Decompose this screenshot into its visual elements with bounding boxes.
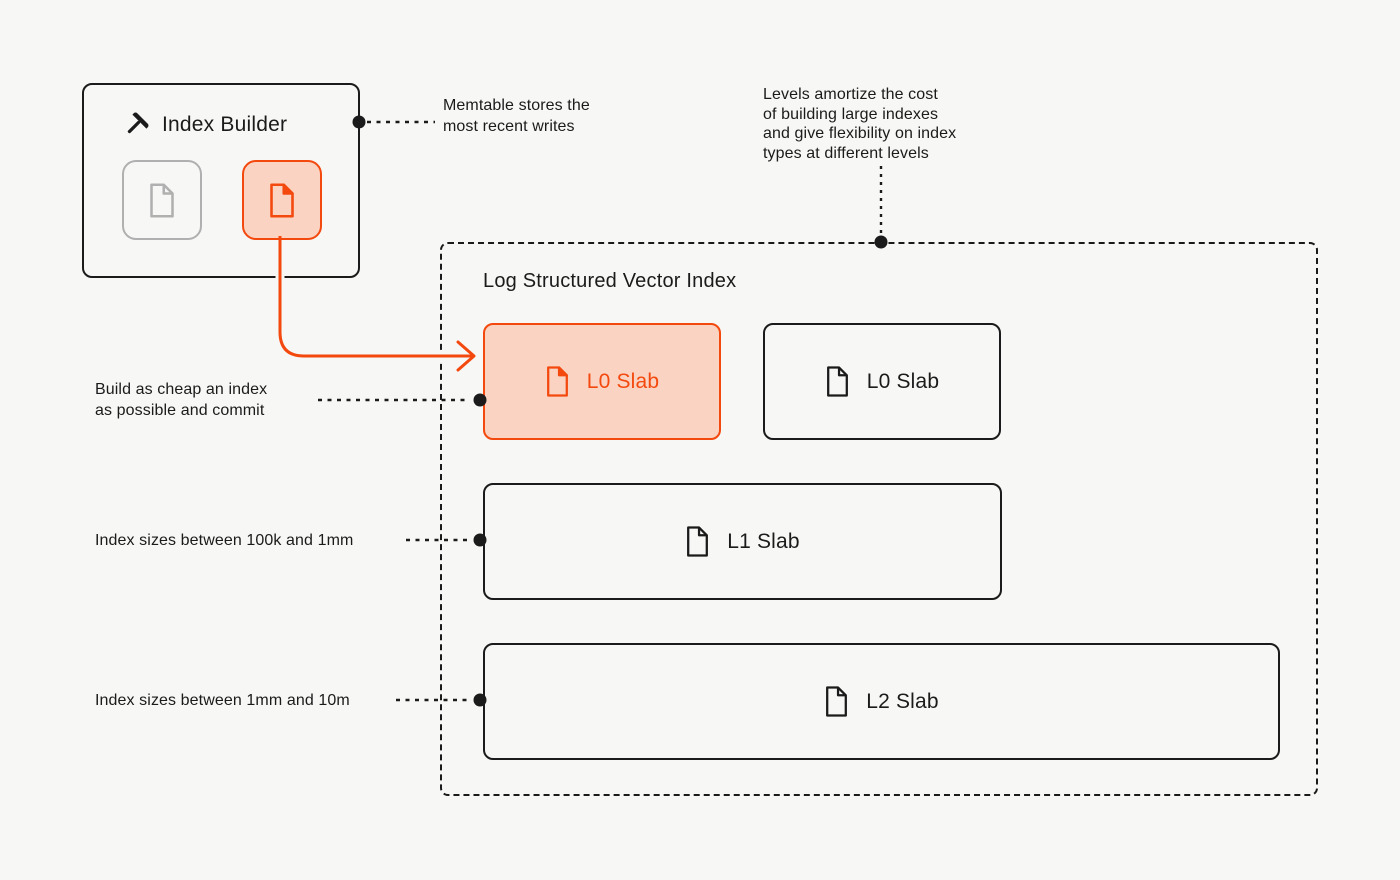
document-icon <box>268 182 296 218</box>
annotation-levels: Levels amortize the cost of building lar… <box>763 86 957 162</box>
memtable-slot-active <box>242 160 322 240</box>
annotation-l1-sizes: Index sizes between 100k and 1mm <box>95 532 354 549</box>
annotation-memtable: Memtable stores the most recent writes <box>443 97 590 135</box>
memtable-slot-empty <box>122 160 202 240</box>
annotation-l2-sizes: Index sizes between 1mm and 10m <box>95 692 350 709</box>
slab-l0: L0 Slab <box>763 323 1001 440</box>
annotation-build-cheap: Build as cheap an index as possible and … <box>95 381 268 419</box>
document-icon <box>545 366 570 397</box>
hammer-icon <box>122 112 149 139</box>
index-builder-header: Index Builder <box>122 107 287 143</box>
slab-label: L0 Slab <box>586 369 660 393</box>
slab-label: L0 Slab <box>866 369 940 393</box>
slab-l2: L2 Slab <box>483 643 1280 760</box>
document-icon <box>148 182 176 218</box>
index-builder-title: Index Builder <box>162 113 288 136</box>
lsvi-container: Log Structured Vector Index L0 Slab L0 S… <box>440 242 1318 796</box>
document-icon <box>825 366 850 397</box>
index-builder-box: Index Builder <box>82 83 360 278</box>
lsvi-title: Log Structured Vector Index <box>483 270 737 292</box>
slab-l1: L1 Slab <box>483 483 1002 600</box>
slab-label: L2 Slab <box>866 689 939 713</box>
document-icon <box>685 526 710 557</box>
slab-l0-highlighted: L0 Slab <box>483 323 721 440</box>
slab-label: L1 Slab <box>727 529 800 553</box>
document-icon <box>824 686 849 717</box>
